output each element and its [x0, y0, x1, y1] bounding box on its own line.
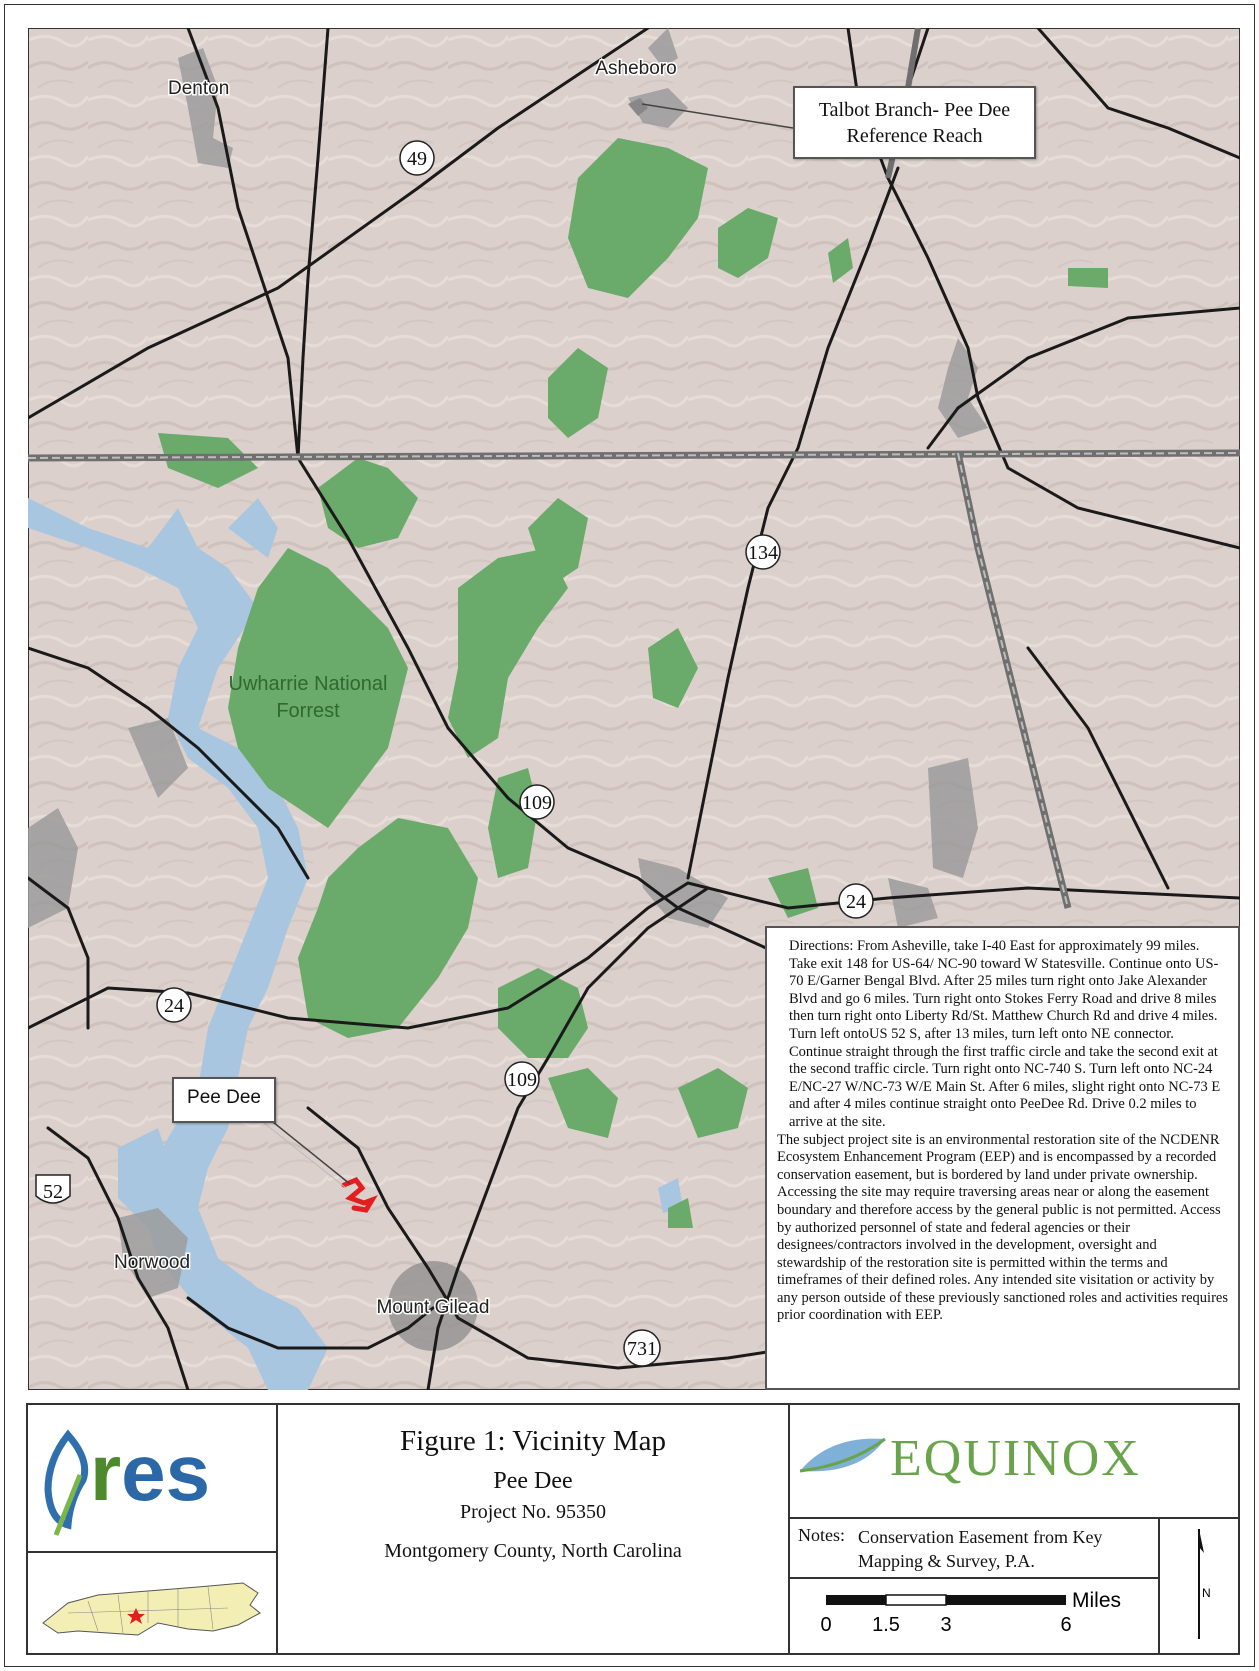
route-shield-109-south: 109	[504, 1061, 540, 1097]
res-leaf-icon	[44, 1429, 89, 1530]
scale-tick-3: 6	[1060, 1614, 1071, 1636]
res-logo-text: res	[90, 1428, 210, 1517]
roads	[28, 28, 1240, 1390]
reference-reach-line2: Reference Reach	[846, 125, 983, 147]
town-label-denton: Denton	[168, 78, 229, 99]
site-callout: Pee Dee	[172, 1077, 276, 1123]
scale-bar: 0 1.5 3 6 Miles	[820, 1589, 1121, 1636]
urban-areas	[28, 28, 988, 1298]
figure-title: Figure 1: Vicinity Map	[400, 1425, 666, 1457]
water-bodies	[28, 498, 683, 1390]
equinox-logo: EQUINOX	[799, 1430, 1141, 1487]
site-location-star-icon	[127, 1608, 145, 1624]
route-shield-49: 49	[399, 140, 435, 176]
directions-panel: Directions: From Asheville, take I-40 Ea…	[765, 926, 1240, 1390]
town-label-norwood: Norwood	[114, 1252, 190, 1273]
notes-line2: Mapping & Survey, P.A.	[858, 1551, 1035, 1571]
equinox-leaf-icon	[800, 1438, 885, 1472]
route-shield-24-west: 24	[156, 987, 192, 1023]
directions-paragraph: Directions: From Asheville, take I-40 Ea…	[789, 938, 1221, 1130]
project-site-marker	[341, 1176, 378, 1213]
notes-line1: Conservation Easement from Key	[858, 1527, 1103, 1547]
reference-reach-leader	[641, 103, 794, 129]
svg-text:109: 109	[507, 1069, 537, 1091]
equinox-logo-text: EQUINOX	[890, 1430, 1141, 1487]
svg-text:24: 24	[846, 891, 866, 913]
route-shield-134: 134	[745, 534, 781, 570]
res-logo: res	[44, 1428, 210, 1536]
svg-text:52: 52	[43, 1181, 63, 1203]
notes-label: Notes:	[798, 1525, 845, 1545]
mount-gilead-area	[388, 1261, 478, 1351]
interstates	[28, 28, 1240, 909]
scale-bar-cell: 0 1.5 3 6 Miles	[790, 1579, 1160, 1653]
svg-text:731: 731	[627, 1338, 657, 1360]
scale-tick-1: 1.5	[872, 1614, 900, 1636]
svg-text:49: 49	[407, 148, 427, 170]
route-shield-24-east: 24	[838, 883, 874, 919]
scale-tick-0: 0	[820, 1614, 831, 1636]
project-location: Montgomery County, North Carolina	[384, 1540, 682, 1562]
forest-label-line2: Forrest	[276, 700, 340, 722]
nc-state-map-cell	[28, 1553, 278, 1653]
north-letter: N	[1202, 1586, 1211, 1600]
access-restriction-paragraph: The subject project site is an environme…	[777, 1131, 1228, 1324]
reference-reach-callout: Talbot Branch- Pee Dee Reference Reach	[793, 86, 1036, 159]
scale-tick-2: 3	[940, 1614, 951, 1636]
project-number: Project No. 95350	[459, 1501, 607, 1523]
svg-text:24: 24	[164, 995, 184, 1017]
res-logo-cell: res res	[28, 1405, 278, 1553]
title-block: res res Figure 1: Vicinity Map Pee Dee P…	[26, 1403, 1240, 1655]
project-name: Pee Dee	[493, 1468, 573, 1494]
route-shield-731: 731	[623, 1329, 661, 1367]
notes-cell: Notes: Conservation Easement from Key Ma…	[790, 1519, 1160, 1579]
route-shield-52: 52	[35, 1174, 71, 1204]
site-leader-shadow	[263, 1122, 347, 1189]
equinox-logo-cell: EQUINOX	[790, 1405, 1238, 1519]
north-arrow-cell: N	[1160, 1519, 1238, 1653]
site-callout-label: Pee Dee	[187, 1087, 261, 1108]
route-shield-109-north: 109	[519, 784, 555, 820]
svg-text:109: 109	[522, 792, 552, 814]
figure-title-cell: Figure 1: Vicinity Map Pee Dee Project N…	[278, 1405, 790, 1653]
town-label-mount-gilead: Mount Gilead	[376, 1297, 489, 1318]
forest-label-line1: Uwharrie National	[229, 673, 388, 695]
scale-unit-label: Miles	[1072, 1589, 1121, 1612]
reference-reach-marker	[628, 98, 648, 116]
figure-frame	[4, 4, 1255, 1667]
nc-state-locator-map	[42, 1582, 261, 1636]
site-leader	[267, 1117, 351, 1185]
svg-text:134: 134	[748, 542, 778, 564]
north-arrow-icon: N	[1198, 1529, 1211, 1639]
reference-reach-line1: Talbot Branch- Pee Dee	[818, 99, 1011, 121]
town-label-asheboro: Asheboro	[595, 58, 676, 79]
